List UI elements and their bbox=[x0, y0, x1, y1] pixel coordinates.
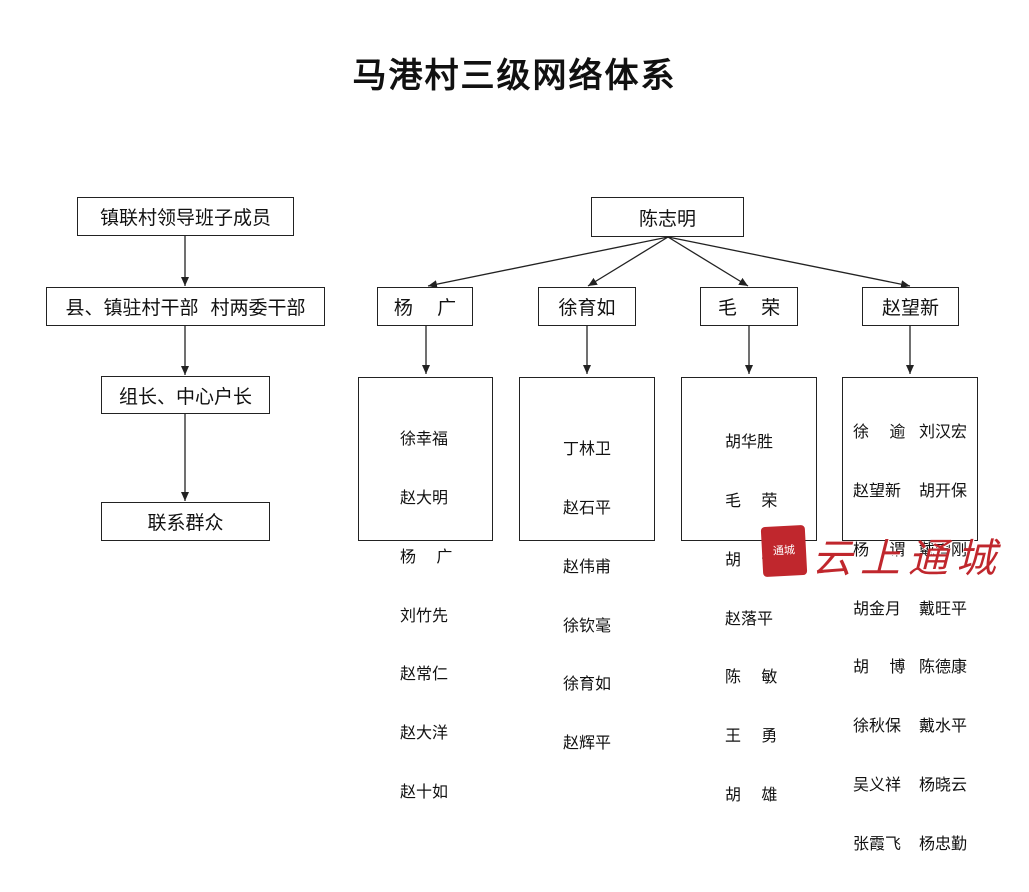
member-list-1: 徐幸福 赵大明 杨 广 刘竹先 赵常仁 赵大洋 赵十如 bbox=[358, 377, 493, 801]
node-branch-3: 毛 荣 bbox=[700, 287, 798, 326]
member-column-1: 徐 逾 赵望新 杨 谓 胡金月 胡 博 徐秋保 吴义祥 张霞飞 bbox=[853, 383, 905, 892]
member-name: 王 勇 bbox=[725, 726, 778, 746]
member-name: 戴水平 bbox=[919, 716, 968, 736]
member-name: 胡 雄 bbox=[725, 784, 778, 804]
member-name: 陈 敏 bbox=[725, 667, 778, 687]
member-name: 赵十如 bbox=[400, 781, 449, 801]
member-name: 胡开保 bbox=[919, 480, 968, 500]
network-diagram: 马港村三级网络体系 镇联村领导班子成员 县、镇驻村干部 村两委干部 组长、中心户… bbox=[46, 56, 1016, 853]
member-name: 赵辉平 bbox=[563, 733, 612, 753]
member-name: 胡 博 bbox=[853, 657, 906, 677]
watermark-text: 云上通城 bbox=[812, 536, 1004, 582]
member-name: 戴雪刚 bbox=[919, 539, 968, 559]
node-village-cadres: 县、镇驻村干部 村两委干部 bbox=[46, 287, 325, 326]
node-branch-2: 徐育如 bbox=[538, 287, 636, 326]
member-name: 徐秋保 bbox=[853, 716, 902, 736]
member-name: 刘汉宏 bbox=[919, 422, 968, 442]
member-name: 毛 荣 bbox=[725, 490, 778, 510]
member-name: 杨 谓 bbox=[853, 539, 906, 559]
member-name: 杨忠勤 bbox=[919, 833, 968, 853]
member-name: 赵石平 bbox=[563, 497, 612, 517]
member-column-2: 刘汉宏 胡开保 戴雪刚 戴旺平 陈德康 戴水平 杨晓云 杨忠勤 bbox=[919, 383, 967, 892]
member-list-4: 徐 逾 赵望新 杨 谓 胡金月 胡 博 徐秋保 吴义祥 张霞飞 刘汉宏 胡开保 … bbox=[842, 377, 978, 853]
node-branch-1: 杨 广 bbox=[377, 287, 473, 326]
connector-layer bbox=[181, 236, 914, 501]
arrow-root-branch-1 bbox=[427, 236, 669, 289]
member-name: 吴义祥 bbox=[853, 774, 902, 794]
member-column: 胡华胜 毛 荣 胡 伟 赵落平 陈 敏 王 勇 胡 雄 bbox=[725, 393, 777, 844]
member-name: 赵常仁 bbox=[400, 664, 449, 684]
member-name: 陈德康 bbox=[919, 657, 968, 677]
member-column: 徐幸福 赵大明 杨 广 刘竹先 赵常仁 赵大洋 赵十如 bbox=[400, 390, 452, 841]
node-root: 陈志明 bbox=[591, 197, 744, 237]
diagram-title: 马港村三级网络体系 bbox=[352, 56, 677, 96]
member-name: 杨晓云 bbox=[919, 774, 968, 794]
member-list-2: 丁林卫 赵石平 赵伟甫 徐钦毫 徐育如 赵辉平 bbox=[519, 377, 655, 752]
member-name: 胡华胜 bbox=[725, 432, 774, 452]
member-name: 赵落平 bbox=[725, 608, 774, 628]
member-name: 徐幸福 bbox=[400, 429, 449, 449]
watermark-logo: 通城 云上通城 bbox=[756, 522, 1016, 582]
member-name: 赵望新 bbox=[853, 480, 902, 500]
member-name: 杨 广 bbox=[400, 546, 453, 566]
member-name: 赵伟甫 bbox=[563, 556, 612, 576]
node-masses: 联系群众 bbox=[101, 502, 270, 541]
member-name: 赵大明 bbox=[400, 487, 449, 507]
node-town-leaders: 镇联村领导班子成员 bbox=[77, 197, 294, 236]
member-name: 戴旺平 bbox=[919, 598, 968, 618]
arrow-root-branch-2 bbox=[587, 236, 669, 287]
arrow-root-branch-4 bbox=[667, 236, 911, 289]
member-name: 徐钦毫 bbox=[563, 615, 612, 635]
member-name: 徐 逾 bbox=[853, 422, 906, 442]
member-name: 张霞飞 bbox=[853, 833, 902, 853]
seal-stamp-icon: 通城 bbox=[760, 524, 808, 578]
member-name: 赵大洋 bbox=[400, 723, 449, 743]
member-name: 刘竹先 bbox=[400, 605, 449, 625]
node-group-leaders: 组长、中心户长 bbox=[101, 376, 270, 414]
member-name: 丁林卫 bbox=[563, 439, 612, 459]
member-list-3: 胡华胜 毛 荣 胡 伟 赵落平 陈 敏 王 勇 胡 雄 bbox=[681, 377, 817, 804]
arrow-root-branch-3 bbox=[667, 236, 749, 287]
member-name: 徐育如 bbox=[563, 674, 612, 694]
member-name: 胡金月 bbox=[853, 598, 902, 618]
node-branch-4: 赵望新 bbox=[862, 287, 959, 326]
